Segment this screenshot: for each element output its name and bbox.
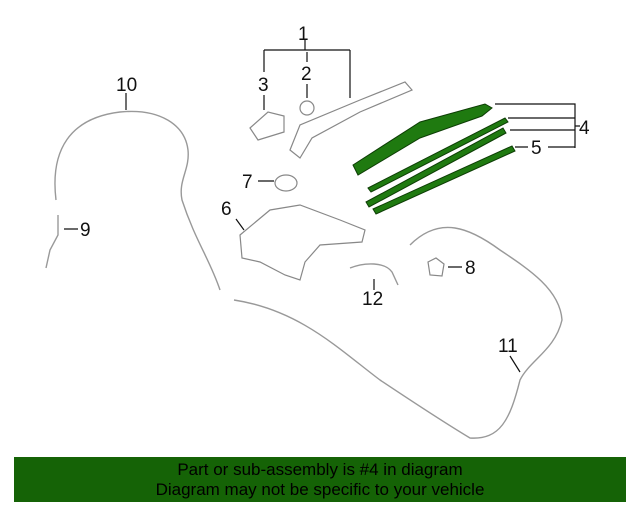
wiper-arm xyxy=(289,81,413,159)
callout-9: 9 xyxy=(80,220,91,241)
leader-lines xyxy=(64,40,580,373)
banner-line-2: Diagram may not be specific to your vehi… xyxy=(155,480,485,499)
nut-2 xyxy=(299,100,315,116)
callout-2: 2 xyxy=(301,64,312,85)
callout-12: 12 xyxy=(362,289,383,310)
blade-refill-5 xyxy=(372,145,516,215)
callout-3: 3 xyxy=(258,75,269,96)
washer-hose-10 xyxy=(54,110,221,291)
callout-8: 8 xyxy=(465,258,476,279)
callout-11: 11 xyxy=(498,336,518,357)
nozzle-8 xyxy=(427,257,445,277)
hose-12 xyxy=(349,263,399,286)
callout-6: 6 xyxy=(221,199,232,220)
hose-9 xyxy=(45,215,59,269)
arm-cap-3 xyxy=(249,111,285,141)
blade-strip-4b xyxy=(365,127,507,208)
callout-1: 1 xyxy=(298,24,309,45)
wiper-motor xyxy=(239,204,366,281)
grommet-7 xyxy=(274,174,298,192)
banner-line-1: Part or sub-assembly is #4 in diagram xyxy=(177,460,463,479)
callout-4: 4 xyxy=(579,118,590,139)
callout-10: 10 xyxy=(116,75,137,96)
info-banner: Part or sub-assembly is #4 in diagram Di… xyxy=(14,457,626,502)
wiper-blade-4 xyxy=(352,103,493,176)
callout-7: 7 xyxy=(242,172,253,193)
washer-hose-11 xyxy=(233,226,563,439)
blade-strip-4a xyxy=(367,117,509,193)
callout-5: 5 xyxy=(531,138,542,159)
